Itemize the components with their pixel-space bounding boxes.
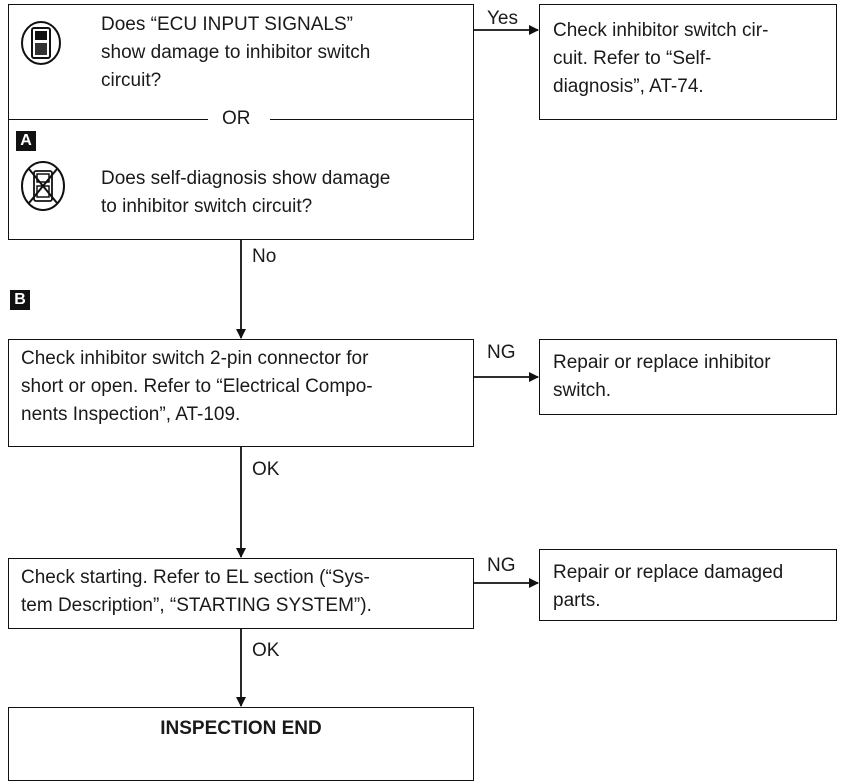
ng-action-text-2: Repair or replace damaged parts. (553, 562, 784, 611)
ng-label-1: NG (487, 342, 516, 363)
no-tester-icon (20, 160, 66, 217)
ng-action-box-1 (539, 339, 837, 415)
step2-text: Check inhibitor switch 2-pin connector f… (21, 348, 373, 425)
yes-label: Yes (487, 8, 518, 29)
step3-box (8, 558, 474, 629)
end-box (8, 707, 474, 781)
badge-b: B (10, 290, 30, 310)
yes-action-text: Check inhibitor switch cir- cuit. Refer … (553, 20, 769, 97)
step1-question-b: Does self-diagnosis show damage to inhib… (101, 168, 391, 217)
ok-label-2: OK (252, 640, 280, 661)
step1-question-a: Does “ECU INPUT SIGNALS” show damage to … (101, 14, 371, 91)
yes-action-box (539, 4, 837, 120)
no-label: No (252, 246, 277, 267)
step2-box (8, 339, 474, 447)
ng-label-2: NG (487, 555, 516, 576)
ng-action-box-2 (539, 549, 837, 621)
badge-a: A (16, 131, 36, 151)
consult-tester-icon (20, 20, 62, 71)
or-label: OR (222, 108, 251, 129)
end-text: INSPECTION END (160, 718, 322, 739)
ok-label-1: OK (252, 459, 280, 480)
step1-box (8, 4, 474, 240)
ng-action-text-1: Repair or replace inhibitor switch. (553, 352, 771, 401)
step3-text: Check starting. Refer to EL section (“Sy… (21, 567, 372, 616)
